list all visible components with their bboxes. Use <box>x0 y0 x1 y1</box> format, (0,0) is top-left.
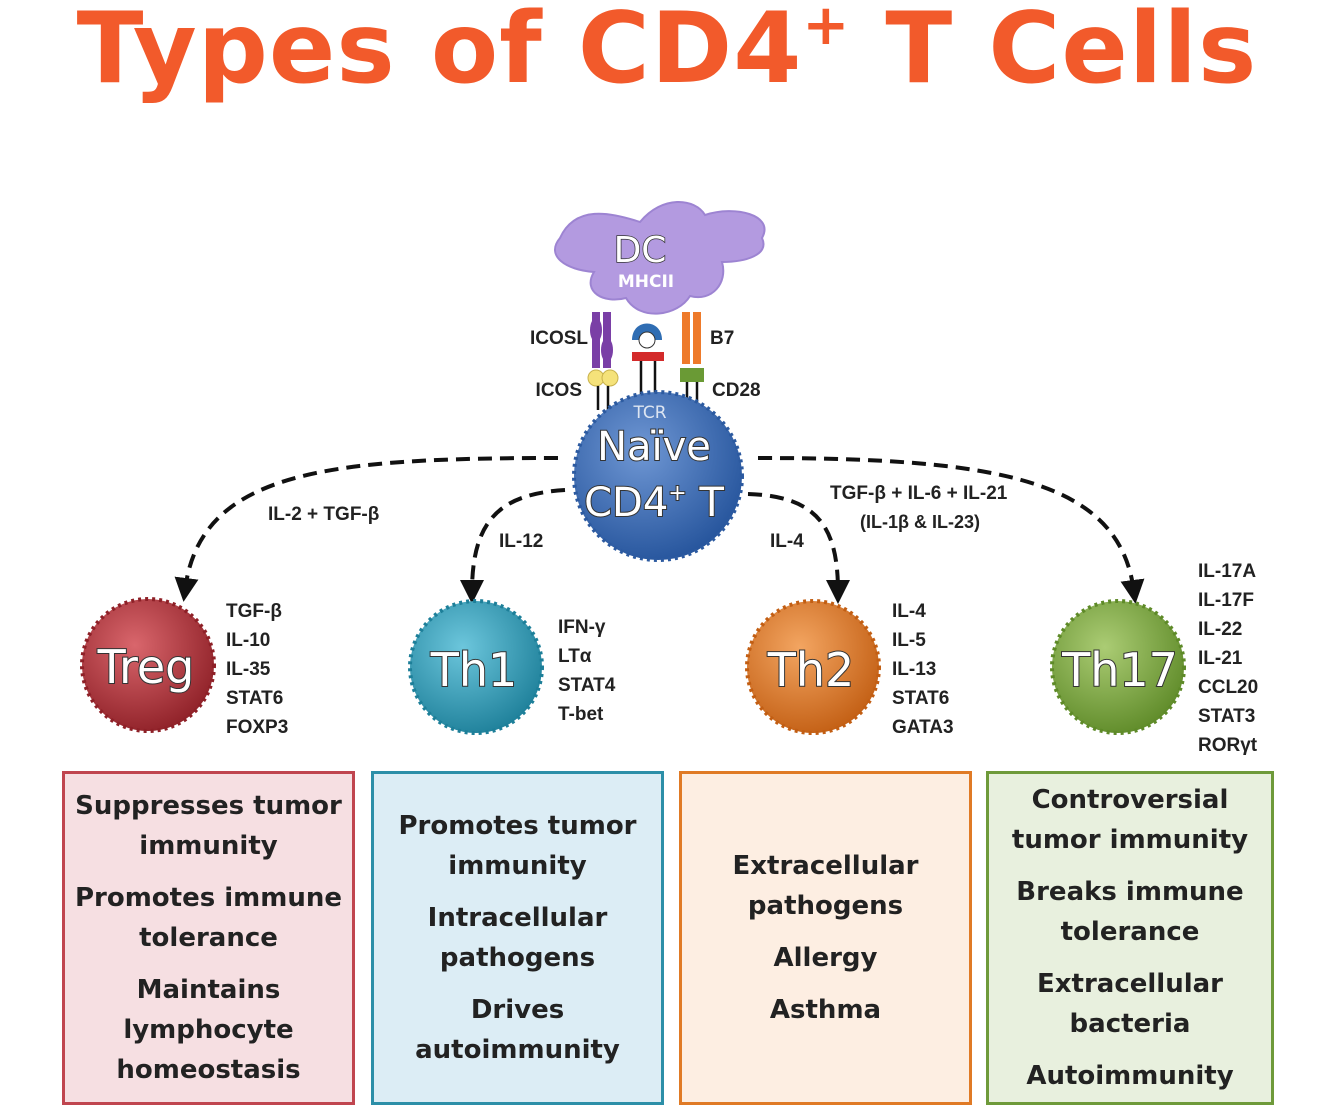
signal-treg: IL-2 + TGF-β <box>268 504 379 525</box>
cd28-receptor <box>680 368 704 410</box>
signal-th17-sub: (IL-1β & IL-23) <box>860 512 980 532</box>
function-item: Autoimmunity <box>1026 1061 1234 1091</box>
th2-cell: Th2 <box>745 599 881 735</box>
treg-markers: TGF-β IL-10 IL-35 STAT6 FOXP3 <box>226 597 288 742</box>
th17-label: Th17 <box>1061 643 1178 697</box>
function-item: Promotes tumor immunity <box>398 811 637 881</box>
marker-item: FOXP3 <box>226 717 289 738</box>
th1-markers: IFN-γ LTα STAT4 T-bet <box>558 613 615 729</box>
marker-item: GATA3 <box>892 717 954 738</box>
marker-item: TGF-β <box>226 601 282 622</box>
th2-markers: IL-4 IL-5 IL-13 STAT6 GATA3 <box>892 597 954 742</box>
marker-item: STAT6 <box>226 688 284 709</box>
function-item: Maintains lymphocyte homeostasis <box>116 975 301 1085</box>
b7-label: B7 <box>710 328 734 349</box>
signal-th17-main: TGF-β + IL-6 + IL-21 <box>830 483 1008 504</box>
icos-label: ICOS <box>536 380 582 401</box>
marker-item: IL-5 <box>892 630 926 651</box>
marker-item: LTα <box>558 646 592 667</box>
treg-function-box: Suppresses tumor immunity Promotes immun… <box>62 771 355 1105</box>
function-item: Suppresses tumor immunity <box>75 791 342 861</box>
dc-label: DC <box>614 230 667 271</box>
icos-receptor <box>587 369 619 410</box>
signal-th2: IL-4 <box>770 531 804 552</box>
function-item: Extracellular pathogens <box>732 851 919 921</box>
treg-cell: Treg <box>80 597 216 733</box>
marker-item: IL-35 <box>226 659 271 680</box>
th17-cell: Th17 <box>1050 599 1186 735</box>
signal-th1: IL-12 <box>499 531 543 552</box>
cd28-label: CD28 <box>712 380 761 401</box>
marker-item: IL-21 <box>1198 648 1243 669</box>
naive-cd4-t-cell: TCR Naïve CD4+ T <box>572 390 744 562</box>
arrow-to-th17 <box>757 456 1145 604</box>
th1-label: Th1 <box>430 643 518 697</box>
arrow-to-th2 <box>747 492 850 604</box>
marker-item: STAT4 <box>558 675 616 696</box>
function-item: Promotes immune tolerance <box>74 883 343 953</box>
dendritic-cell: DC MHCII <box>554 201 766 315</box>
th17-function-box: Controversial tumor immunity Breaks immu… <box>986 771 1274 1105</box>
th2-function-box: Extracellular pathogens Allergy Asthma <box>679 771 972 1105</box>
marker-item: IL-13 <box>892 659 937 680</box>
tcr-label: TCR <box>632 403 666 423</box>
marker-item: IL-17A <box>1198 561 1257 582</box>
marker-item: IFN-γ <box>558 617 606 638</box>
page-title: Types of CD4+ T Cells <box>76 0 1258 106</box>
th1-function-box: Promotes tumor immunity Intracellular pa… <box>371 771 664 1105</box>
marker-item: STAT3 <box>1198 706 1256 727</box>
mhcii-label: MHCII <box>618 272 674 292</box>
naive-label: Naïve <box>597 424 711 470</box>
th1-cell: Th1 <box>408 599 544 735</box>
marker-item: CCL20 <box>1198 677 1259 698</box>
function-item: Allergy <box>773 943 878 973</box>
icosl-label: ICOSL <box>530 328 588 349</box>
marker-item: RORγt <box>1198 735 1258 756</box>
b7-receptor <box>682 312 701 364</box>
marker-item: IL-4 <box>892 601 926 622</box>
function-item: Drives autoimmunity <box>415 995 620 1065</box>
function-item: Breaks immune tolerance <box>1016 877 1244 947</box>
marker-item: IL-17F <box>1198 590 1254 611</box>
arrow-to-treg <box>174 456 559 602</box>
marker-item: STAT6 <box>892 688 950 709</box>
arrow-to-th1 <box>460 488 566 604</box>
function-item: Intracellular pathogens <box>427 903 608 973</box>
naive-cd4-label: CD4+ T <box>584 480 724 526</box>
treg-label: Treg <box>97 640 195 694</box>
th17-markers: IL-17A IL-17F IL-22 IL-21 CCL20 STAT3 RO… <box>1198 557 1258 760</box>
th2-label: Th2 <box>767 643 855 697</box>
marker-item: IL-10 <box>226 630 271 651</box>
marker-item: T-bet <box>558 704 604 725</box>
icosl-receptor <box>590 312 613 368</box>
function-item: Controversial tumor immunity <box>1011 785 1249 855</box>
function-item: Asthma <box>769 995 882 1025</box>
function-item: Extracellular bacteria <box>1037 969 1223 1039</box>
marker-item: IL-22 <box>1198 619 1243 640</box>
